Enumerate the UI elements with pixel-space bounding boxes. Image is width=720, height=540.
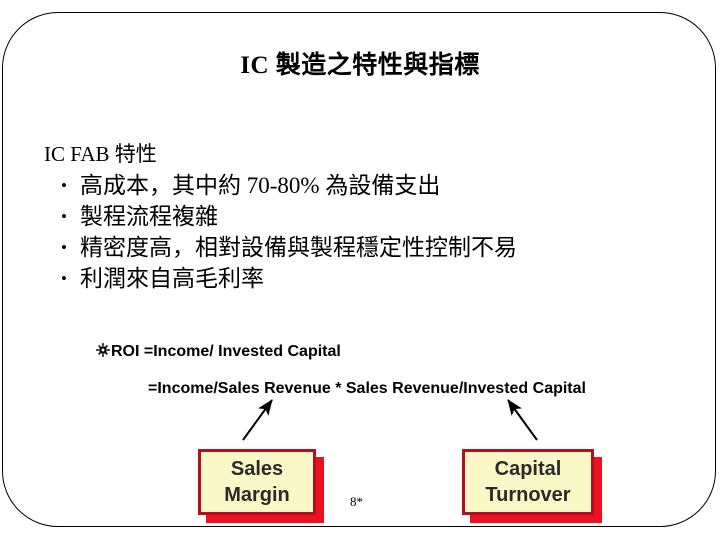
roi-definition-label: ROI =Income/ Invested Capital [111, 343, 341, 360]
bullet-list: • 高成本，其中約 70-80% 為設備支出 • 製程流程複雜 • 精密度高，相… [44, 170, 684, 294]
list-item: • 精密度高，相對設備與製程穩定性控制不易 [44, 232, 640, 263]
roi-definition-line: ROI =Income/ Invested Capital [96, 342, 341, 363]
list-item-label: 利潤來自高毛利率 [80, 266, 264, 291]
bullet-dot-icon: • [61, 269, 67, 288]
page-title: IC 製造之特性與指標 [240, 52, 480, 79]
sales-margin-box[interactable]: Sales Margin [198, 449, 316, 515]
roi-expanded-formula: =Income/Sales Revenue * Sales Revenue/In… [148, 380, 586, 397]
bullet-dot-icon: • [61, 238, 67, 257]
page-number: 8* [350, 494, 363, 509]
body-content: IC FAB 特性 • 高成本，其中約 70-80% 為設備支出 • 製程流程複… [44, 140, 684, 294]
section-heading: IC FAB 特性 [44, 142, 157, 166]
list-item-label: 製程流程複雜 [80, 204, 218, 229]
list-item-label: 精密度高，相對設備與製程穩定性控制不易 [80, 235, 517, 260]
list-item: • 製程流程複雜 [44, 201, 684, 232]
capital-turnover-box[interactable]: Capital Turnover [462, 449, 594, 515]
bullet-dot-icon: • [61, 176, 67, 195]
capital-turnover-label: Capital Turnover [485, 458, 571, 506]
gear-sun-bullet-icon [96, 343, 110, 363]
list-item: • 利潤來自高毛利率 [44, 263, 684, 294]
list-item-label: 高成本，其中約 70-80% 為設備支出 [80, 173, 441, 198]
arrow-sales-margin [242, 399, 273, 441]
list-item: • 高成本，其中約 70-80% 為設備支出 [44, 170, 684, 201]
bullet-dot-icon: • [61, 207, 67, 226]
arrow-capital-turnover [507, 399, 538, 441]
sales-margin-label: Sales Margin [224, 458, 290, 506]
